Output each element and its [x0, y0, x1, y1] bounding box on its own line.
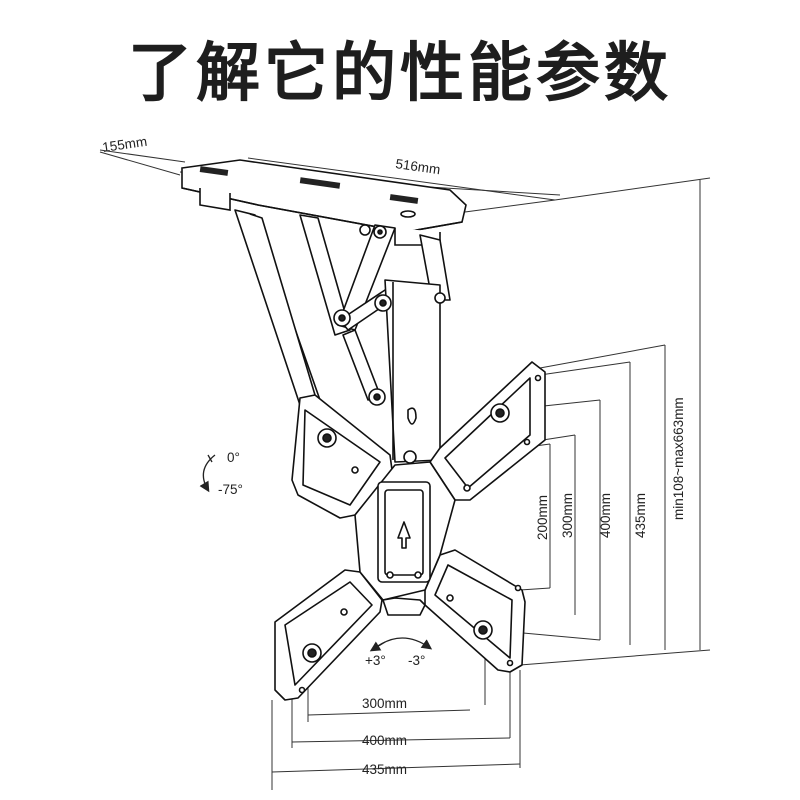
height-range-label: min108~max663mm — [671, 397, 686, 520]
page-title: 了解它的性能参数 — [128, 37, 672, 111]
tilt-top-label: 0° — [227, 450, 240, 465]
vesa-horizontal-300-label: 300mm — [362, 696, 407, 711]
vesa-vertical-200-label: 200mm — [535, 495, 550, 540]
vesa-vertical-400-label: 400mm — [598, 493, 613, 538]
swivel-right-label: -3° — [408, 653, 425, 668]
vesa-horizontal-400-label: 400mm — [362, 733, 407, 748]
plate-height-label: 435mm — [633, 493, 648, 538]
tilt-bottom-label: -75° — [218, 482, 243, 497]
depth-label: 155mm — [101, 134, 148, 155]
width-label: 516mm — [395, 156, 442, 177]
plate-width-label: 435mm — [362, 762, 407, 777]
mount-arms — [234, 209, 451, 463]
vesa-plate — [274, 361, 546, 701]
vesa-vertical-300-label: 300mm — [560, 493, 575, 538]
swivel-left-label: +3° — [365, 653, 386, 668]
swivel-arrow — [369, 637, 433, 652]
tilt-arrow — [199, 454, 216, 493]
